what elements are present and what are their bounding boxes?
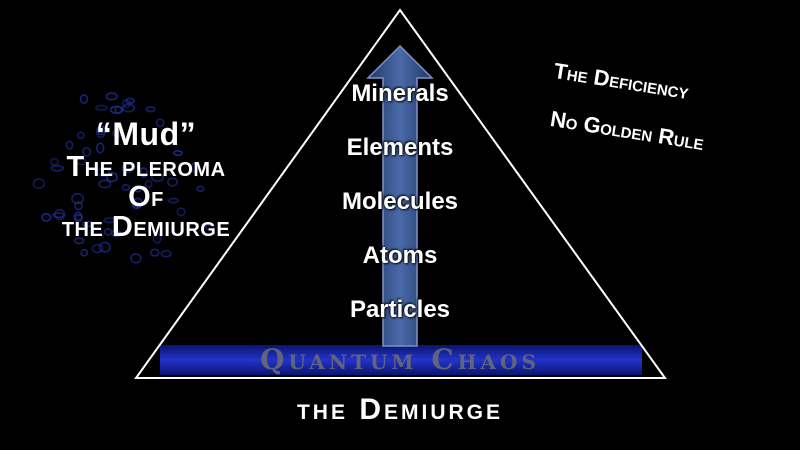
of-label: Of [128, 181, 164, 214]
swirl-dot [71, 192, 84, 205]
swirl-dot [122, 103, 136, 113]
swirl-dot [160, 249, 172, 258]
swirl-dot [105, 171, 118, 183]
swirl-dot [95, 142, 105, 154]
swirl-dot [91, 243, 104, 254]
swirl-dot [125, 97, 136, 105]
swirl-dot [173, 149, 183, 157]
swirl-dot [54, 208, 66, 221]
swirl-dot [167, 197, 179, 204]
mud-label: “Mud” [95, 116, 197, 152]
page-title: the Demiurge [296, 393, 503, 426]
swirl-dot [41, 212, 52, 222]
layer-minerals: Minerals [351, 80, 449, 107]
swirl-dot [150, 172, 164, 183]
swirl-dot [74, 201, 83, 211]
swirl-dot [95, 104, 108, 111]
swirl-dot [103, 217, 116, 224]
pleroma-label: The pleroma [66, 150, 226, 183]
swirl-dot [196, 185, 205, 193]
swirl-dot [167, 177, 178, 187]
swirl-dot [50, 164, 65, 172]
quantum-chaos-label: Quantum Chaos [260, 343, 540, 376]
pyramid-outline [134, 8, 667, 379]
swirl-dot [76, 157, 87, 166]
swirl-dot [152, 233, 162, 244]
swirl-dot [73, 211, 83, 223]
layer-atoms: Atoms [362, 242, 438, 269]
layer-molecules: Molecules [341, 188, 459, 215]
swirl-dot [96, 127, 106, 139]
swirl-dot [130, 253, 142, 264]
swirl-dot [190, 162, 199, 174]
swirl-dot [144, 179, 153, 189]
left-caption: “Mud” The pleroma Of the Demiurge [22, 116, 270, 244]
swirl-dot [132, 197, 143, 208]
up-arrow-icon [366, 44, 434, 347]
swirl-dot [105, 92, 118, 101]
swirl-dot [65, 140, 74, 150]
swirl-dot [32, 178, 46, 189]
swirl-dot [112, 129, 123, 138]
layer-elements: Elements [346, 134, 454, 161]
swirl-dot [81, 220, 94, 227]
swirl-dot [121, 163, 135, 174]
swirl-dot [49, 157, 59, 166]
swirl-texture [32, 92, 216, 264]
swirl-dot [98, 179, 112, 189]
swirl-dot [155, 118, 165, 128]
swirl-dot [133, 184, 143, 193]
swirl-dot [80, 248, 89, 257]
swirl-dot [121, 183, 130, 192]
swirl-dot [176, 207, 186, 217]
swirl-dot [76, 131, 85, 140]
swirl-dot [98, 241, 111, 253]
swirl-dot [96, 167, 111, 177]
layer-particles: Particles [349, 296, 451, 323]
demiurge-subtitle: the Demiurge [61, 211, 231, 244]
swirl-dot [145, 106, 156, 113]
swirl-dot [73, 237, 85, 245]
swirl-dot [149, 248, 160, 257]
swirl-dot [139, 167, 148, 178]
swirl-dot [79, 94, 89, 104]
swirl-dot [109, 105, 124, 114]
swirl-dot [204, 224, 216, 231]
swirl-dot [103, 228, 113, 236]
swirl-dot [82, 146, 92, 157]
quantum-chaos-band [160, 345, 642, 375]
